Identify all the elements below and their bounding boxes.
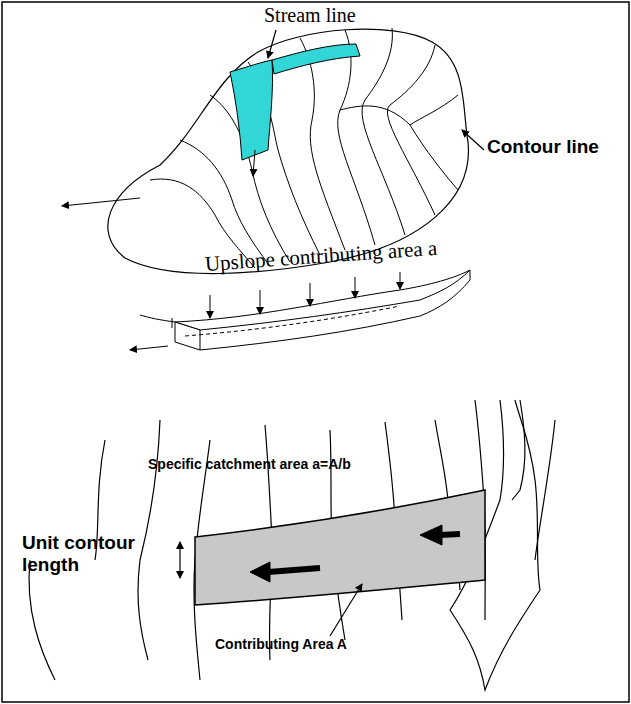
text-label: Specific catchment area a=A/b xyxy=(148,456,351,472)
text-label: Unit contour length xyxy=(22,532,162,576)
text-label: Contributing Area A xyxy=(215,636,347,652)
text-label: Contour line xyxy=(487,136,599,158)
text-label: Stream line xyxy=(264,4,356,27)
text-label: Upslope contributing area a xyxy=(204,236,438,276)
